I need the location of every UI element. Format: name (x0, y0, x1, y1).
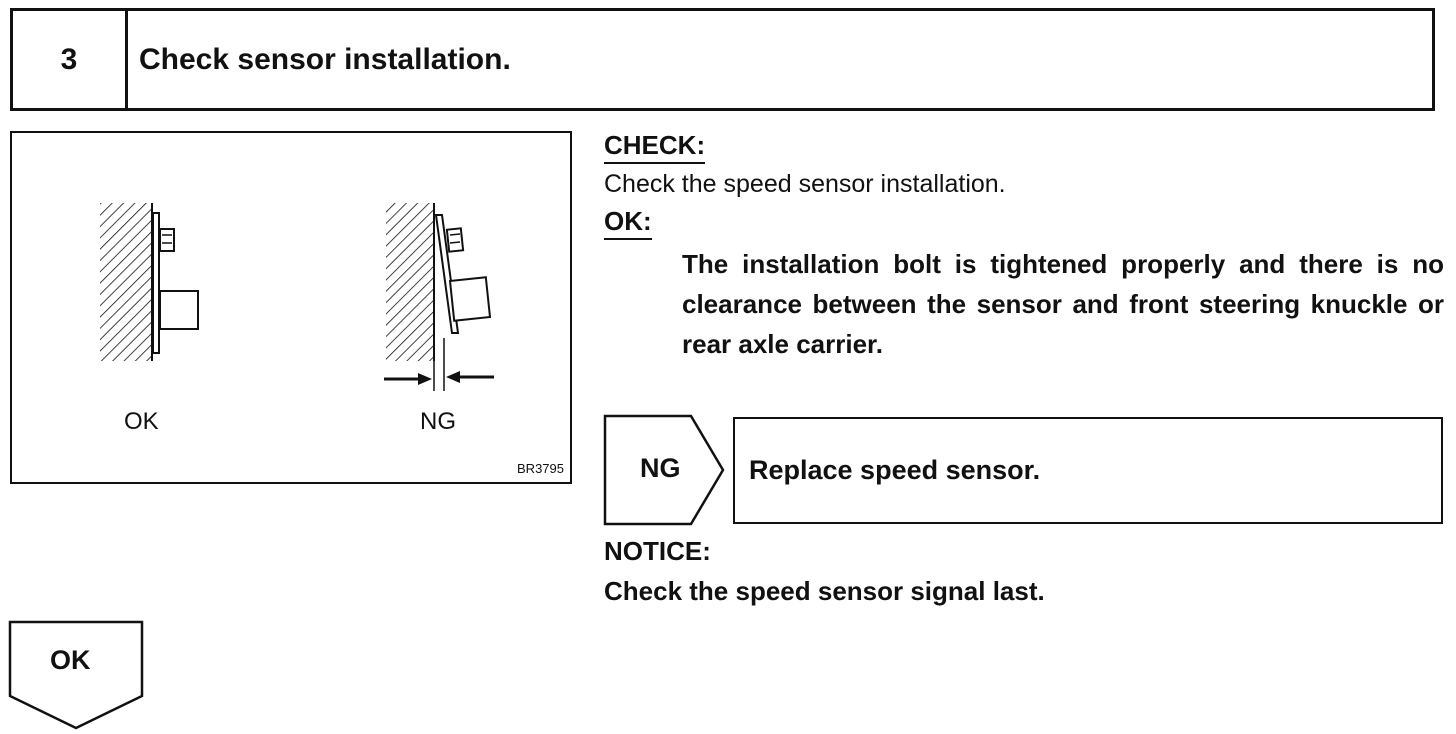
step-header: 3 Check sensor installation. (10, 8, 1435, 111)
ok-criteria-text: The installation bolt is tightened prope… (682, 249, 1444, 359)
figure-code: BR3795 (517, 461, 564, 476)
ng-action-box: Replace speed sensor. (733, 417, 1443, 524)
notice-text: Check the speed sensor signal last. (604, 576, 1045, 606)
notice-heading: NOTICE: (604, 536, 711, 566)
ok-sensor-drawing (100, 203, 199, 361)
ok-heading-wrap: OK: (604, 206, 652, 240)
ng-arrow-tag (603, 414, 725, 526)
sensor-illustration (100, 203, 494, 391)
figure-ok-label: OK (124, 408, 159, 435)
step-number: 3 (13, 11, 128, 108)
ng-action-text: Replace speed sensor. (749, 455, 1041, 485)
step-title: Check sensor installation. (139, 42, 511, 76)
check-heading-wrap: CHECK: (604, 130, 706, 164)
ok-flow-label: OK (50, 645, 91, 675)
check-text: Check the speed sensor installation. (604, 170, 1006, 198)
ok-heading: OK: (604, 206, 652, 240)
figure-ng-label: NG (420, 408, 456, 435)
ng-sensor-drawing (384, 203, 494, 391)
ng-tag-label: NG (640, 453, 681, 483)
check-heading: CHECK: (604, 130, 706, 164)
ok-flow-arrow-tag (8, 620, 144, 730)
sensor-installation-figure: OK NG BR3795 (10, 131, 572, 484)
